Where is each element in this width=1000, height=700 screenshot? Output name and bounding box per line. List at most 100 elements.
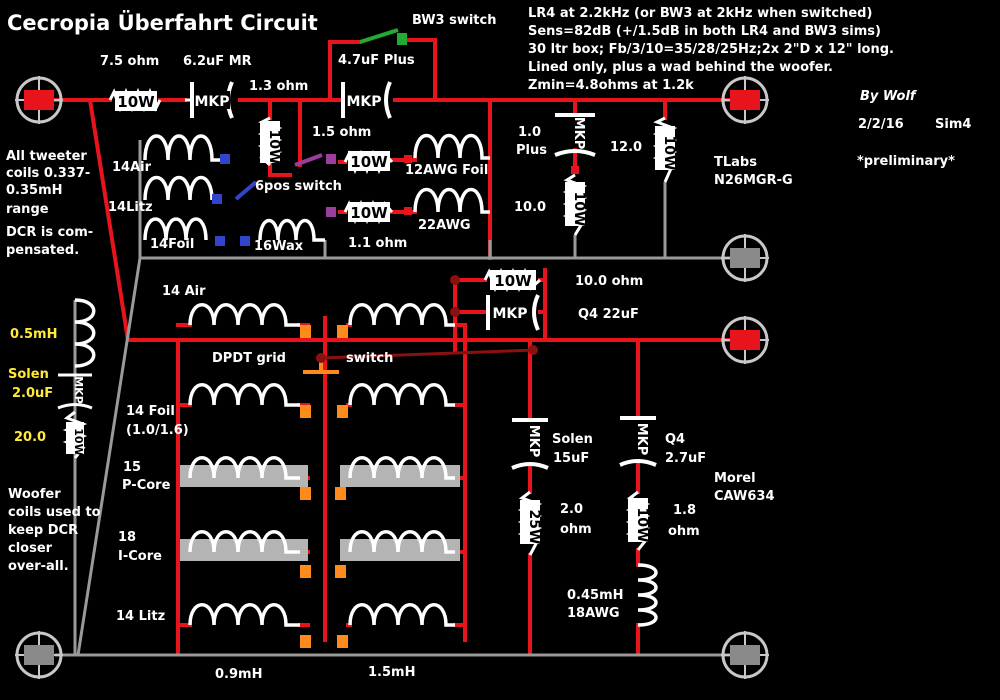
coil-12awg-foil [413, 133, 490, 160]
left-note-4: range [6, 202, 49, 217]
woofer-top-res-label: 10.0 ohm [575, 274, 643, 289]
woofer-coil-litz-label: 14 Litz [116, 609, 165, 624]
six-position-switch [234, 153, 336, 217]
input-res-label: 7.5 ohm [100, 54, 159, 69]
left-network-coil [74, 298, 96, 368]
woofer-coil-14air-right [337, 303, 455, 338]
tweeter-out-negative-terminal [721, 234, 769, 282]
node [404, 155, 412, 163]
note-line-1: LR4 at 2.2kHz (or BW3 at 2kHz when switc… [528, 6, 872, 21]
resistor-power-label: 10W [494, 272, 532, 290]
coil-22awg-label: 22AWG [418, 218, 471, 233]
woofer-coil-icore-label-a: 18 [118, 530, 136, 545]
tweeter-positive-terminal [15, 76, 63, 124]
zobel1-cap-label-a: Solen [552, 432, 593, 447]
capacitor-type-label: MKP [492, 306, 527, 322]
woofer-driver-line2: CAW634 [714, 489, 775, 504]
sim-label: Sim4 [935, 117, 971, 132]
zobel1-res-label-b: ohm [560, 522, 592, 537]
ground-wiring [55, 140, 740, 657]
resistor-power-label: 10W [571, 192, 587, 227]
woofer-coil-18icore-right [335, 530, 460, 578]
capacitor-type-label: MKP [571, 117, 586, 150]
zobel2-res-label-a: 1.8 [673, 503, 696, 518]
coil-16wax [258, 218, 325, 242]
note-line-4: Lined only, plus a wad behind the woofer… [528, 60, 833, 75]
capacitor-type-label: MKP [346, 94, 381, 110]
left-note-2: coils 0.337- [6, 166, 90, 181]
resistor-power-label: 10W [350, 204, 388, 222]
dpdt-label-a: DPDT grid [212, 351, 286, 366]
coil-12awg-label: 12AWG Foil [405, 163, 488, 178]
coil-litz-label: 14Litz [108, 200, 153, 215]
shunt-cap-val: 1.0 [518, 125, 541, 140]
coil-14litz [143, 175, 222, 204]
zobel2-coil-label-a: 0.45mH [567, 588, 624, 603]
page-title: Cecropia Überfahrt Circuit [7, 10, 318, 35]
capacitor-type-label: MKP [194, 94, 229, 110]
zobel2-coil-label-b: 18AWG [567, 606, 620, 621]
woofer-coil-14foil-right [337, 383, 455, 418]
resistor-power-label: 10W [266, 130, 282, 165]
capacitor-type-label: MKP [526, 425, 541, 458]
zobel2-res-label-b: ohm [668, 524, 700, 539]
zobel2-resistor: 10W [625, 490, 651, 551]
coil-foil-label: 14Foil [150, 237, 194, 252]
woofer-driver-line1: Morel [714, 471, 756, 486]
author-signature: By Wolf [860, 89, 918, 104]
resistor-power-label: 10W [634, 508, 650, 543]
zobel1-cap-label-b: 15uF [553, 451, 589, 466]
resistor-power-label: 10W [117, 93, 155, 111]
zobel2-capacitor: MKP [619, 416, 657, 467]
node [571, 166, 579, 174]
dpdt-label-b: switch [346, 351, 393, 366]
woofer-value-left: 0.9mH [215, 667, 262, 682]
cap1-label: 6.2uF MR [183, 54, 252, 69]
woofer-top-cap-label: Q4 22uF [578, 307, 639, 322]
resistor-1-3-ohm: 10W [257, 116, 283, 167]
woofer-coil-15pcore-left [180, 456, 311, 500]
capacitor-type-label: MKP [634, 423, 649, 456]
status-label: *preliminary* [857, 154, 955, 169]
woofer-out-negative-terminal [721, 631, 769, 679]
woofer-coil-pcore-label-a: 15 [123, 460, 141, 475]
resistor-power-label: 10W [661, 136, 677, 171]
woofer-note-1: Woofer [8, 487, 61, 502]
cap-plus-label: 4.7uF Plus [338, 53, 415, 68]
left-note-5: DCR is com- [6, 225, 93, 240]
zobel2-cap-label-a: Q4 [665, 432, 685, 447]
woofer-coil-14litz-left [188, 603, 311, 648]
woofer-note-4: closer [8, 541, 53, 556]
left-note-3: 0.35mH [6, 183, 63, 198]
woofer-coil-18icore-left [180, 530, 311, 578]
resistor-power-label: 10W [350, 153, 388, 171]
date-label: 2/2/16 [858, 117, 904, 132]
resistor-1-5-ohm: 10W [343, 149, 394, 175]
left-net-res-val: 20.0 [14, 430, 46, 445]
woofer-negative-terminal [15, 631, 63, 679]
zobel2-cap-label-b: 2.7uF [665, 451, 706, 466]
bw3-switch [359, 28, 407, 45]
resistor-12-0-parallel: 10W [652, 116, 678, 183]
coil-14foil [143, 217, 250, 246]
note-line-5: Zmin=4.8ohms at 1.2k [528, 78, 694, 93]
left-network-capacitor: MKP [57, 373, 93, 410]
resistor-1-1-ohm: 10W [343, 199, 394, 225]
woofer-top-resistor: 10W [483, 267, 541, 293]
resistor-10-0-shunt: 10W [562, 173, 588, 236]
left-net-coil-label: 0.5mH [10, 327, 57, 342]
res4-label: 1.1 ohm [348, 236, 407, 251]
woofer-coil-icore-label-b: I-Core [118, 549, 162, 564]
capacitor-type-label: MKP [72, 376, 85, 404]
coil-wax-label: 16Wax [254, 239, 304, 254]
res2-label: 1.3 ohm [249, 79, 308, 94]
woofer-top-capacitor: MKP [486, 294, 540, 331]
par-res-val: 12.0 [610, 140, 642, 155]
left-network-resistor: 10W [62, 410, 88, 459]
left-net-cap-val: 2.0uF [12, 386, 53, 401]
woofer-coil-14foil-left [188, 383, 311, 418]
tweeter-out-positive-terminal [721, 76, 769, 124]
woofer-value-right: 1.5mH [368, 665, 415, 680]
node [404, 207, 412, 215]
woofer-coil-foil-label-b: (1.0/1.6) [126, 423, 189, 438]
